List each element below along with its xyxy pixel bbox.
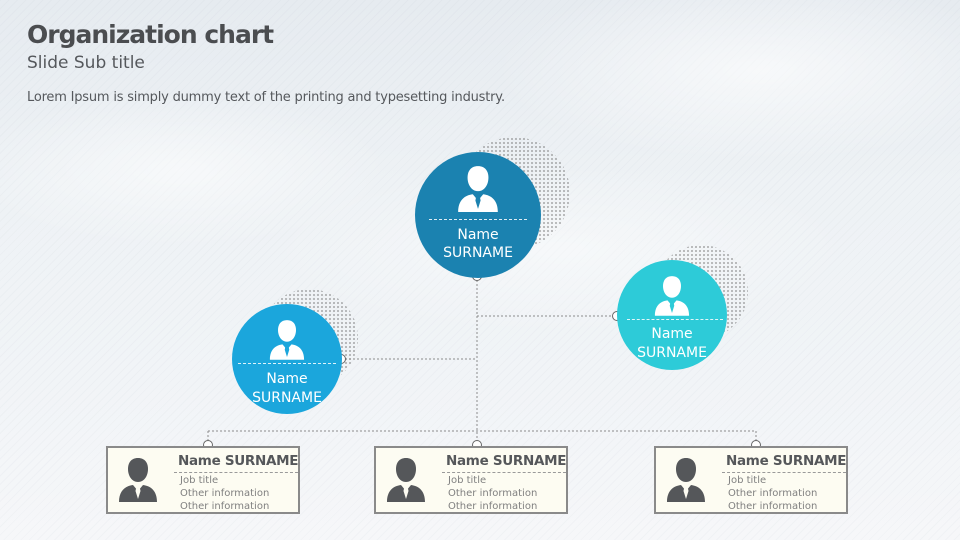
- card-name: Name SURNAME: [726, 453, 847, 469]
- card-info-2: Other information: [180, 501, 270, 512]
- card-job-title: Job title: [728, 475, 767, 486]
- person-icon: [119, 458, 157, 502]
- left-node-surname: SURNAME: [252, 390, 322, 406]
- card-job-title: Job title: [448, 475, 487, 486]
- person-card-1: Name SURNAME Job title Other information…: [106, 446, 300, 514]
- card-divider: [174, 472, 298, 473]
- card-info-1: Other information: [728, 488, 818, 499]
- person-card-3: Name SURNAME Job title Other information…: [654, 446, 848, 514]
- person-icon: [269, 320, 305, 360]
- slide-subtitle: Slide Sub title: [27, 53, 145, 73]
- left-node-divider: [238, 363, 336, 364]
- person-icon: [387, 458, 425, 502]
- card-info-2: Other information: [728, 501, 818, 512]
- top-node-surname: SURNAME: [443, 245, 513, 261]
- card-job-title: Job title: [180, 475, 219, 486]
- slide-title: Organization chart: [27, 20, 274, 49]
- left-node: Name SURNAME: [232, 304, 342, 414]
- right-node: Name SURNAME: [617, 260, 727, 370]
- right-node-surname: SURNAME: [637, 345, 707, 361]
- card-info-2: Other information: [448, 501, 538, 512]
- left-node-name: Name: [266, 371, 308, 387]
- card-divider: [442, 472, 566, 473]
- card-name: Name SURNAME: [446, 453, 567, 469]
- person-icon: [667, 458, 705, 502]
- top-node-divider: [429, 219, 527, 220]
- slide-description: Lorem Ipsum is simply dummy text of the …: [27, 90, 505, 105]
- card-divider: [722, 472, 846, 473]
- person-card-2: Name SURNAME Job title Other information…: [374, 446, 568, 514]
- top-node: Name SURNAME: [415, 152, 541, 278]
- top-node-name: Name: [457, 227, 499, 243]
- card-info-1: Other information: [448, 488, 538, 499]
- card-info-1: Other information: [180, 488, 270, 499]
- right-node-divider: [627, 319, 723, 320]
- person-icon: [458, 166, 498, 212]
- person-icon: [654, 276, 690, 316]
- right-node-name: Name: [651, 326, 693, 342]
- card-name: Name SURNAME: [178, 453, 299, 469]
